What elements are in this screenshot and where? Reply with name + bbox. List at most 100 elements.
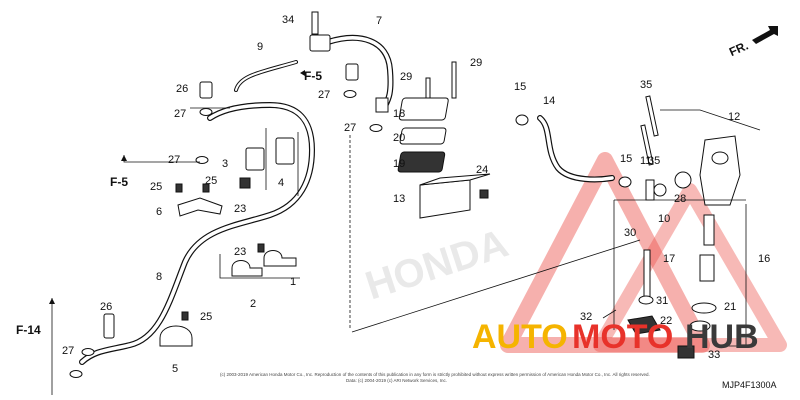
bolt-26-mid (345, 63, 359, 81)
bolt-25-c (181, 311, 189, 321)
callout-20: 20 (393, 132, 405, 144)
f14-arrow-icon (49, 298, 55, 304)
ref-f5-upper: F-5 (304, 69, 322, 83)
f5-lower-bracket (123, 155, 200, 163)
watermark-moto: MOTO (572, 318, 673, 356)
bolt-35-b (640, 124, 654, 166)
callout-17: 17 (663, 253, 675, 265)
callout-26-b: 26 (100, 301, 112, 313)
washer-27-b (195, 156, 209, 164)
bolt-35-a (645, 95, 659, 137)
callout-34: 34 (282, 14, 294, 26)
callout-27-c: 27 (318, 89, 330, 101)
callout-27-a: 27 (174, 108, 186, 120)
push-rod-17 (643, 249, 651, 299)
clamp-1 (263, 250, 297, 267)
clamp-2 (231, 260, 263, 277)
copyright-line-1: (c) 2003-2019 American Honda Motor Co., … (220, 372, 650, 377)
bolt-34 (311, 11, 319, 35)
callout-25-b: 25 (205, 175, 217, 187)
callout-1: 1 (290, 276, 296, 288)
callout-35-b: 35 (648, 155, 660, 167)
callout-15-b: 15 (620, 153, 632, 165)
master-cylinder-12 (699, 135, 741, 206)
washer-27-d (369, 124, 383, 132)
callout-27-d: 27 (344, 122, 356, 134)
callout-2: 2 (250, 298, 256, 310)
callout-10: 10 (658, 213, 670, 225)
callout-7: 7 (376, 15, 382, 27)
f5-lower-arrow-icon (121, 155, 127, 161)
callout-25-a: 25 (150, 181, 162, 193)
spring (703, 214, 715, 246)
boot (689, 320, 711, 332)
callout-30: 30 (624, 227, 636, 239)
nut-23-b (257, 243, 265, 253)
callout-15-a: 15 (514, 81, 526, 93)
joint-10 (653, 183, 667, 197)
ref-f14: F-14 (16, 323, 41, 337)
callout-3: 3 (222, 158, 228, 170)
callout-33: 33 (708, 349, 720, 361)
screw-29-b (451, 61, 457, 99)
callout-11: 11 (640, 155, 651, 167)
callout-12: 12 (728, 111, 740, 123)
callout-21: 21 (724, 301, 736, 313)
callout-25-c: 25 (200, 311, 212, 323)
hose-end-7 (375, 97, 389, 113)
callout-16: 16 (758, 253, 770, 265)
cylinder-bore (711, 151, 729, 165)
bracket-line-1-2 (219, 254, 300, 279)
clamp-3 (245, 147, 265, 171)
circlip-21 (691, 302, 717, 314)
reservoir-13 (419, 179, 471, 219)
bolt-24 (479, 189, 489, 199)
callout-28: 28 (674, 193, 686, 205)
callout-4: 4 (278, 177, 284, 189)
clamp-4 (275, 137, 295, 165)
hose-9-inner (235, 61, 297, 91)
callout-35-a: 35 (640, 79, 652, 91)
callout-6: 6 (156, 206, 162, 218)
callout-27-e: 27 (62, 345, 74, 357)
callout-29-a: 29 (400, 71, 412, 83)
callout-29-b: 29 (470, 57, 482, 69)
bolt-25-b (202, 183, 210, 193)
joint-22 (627, 315, 661, 335)
callout-23-b: 23 (234, 246, 246, 258)
leader-12 (660, 109, 761, 131)
bolt-25-a (175, 183, 183, 193)
callout-13: 13 (393, 193, 405, 205)
screw-29-a (425, 77, 431, 99)
piston-set (699, 254, 715, 282)
diagram-code: MJP4F1300A (722, 380, 777, 390)
callout-31: 31 (656, 295, 668, 307)
plate-20 (399, 127, 447, 145)
copyright-line-2: Data: (c) 2004-2019 (c) ARI Network Serv… (346, 378, 447, 383)
fitting-11 (645, 179, 655, 201)
callout-26-a: 26 (176, 83, 188, 95)
hose-9-outer (234, 60, 298, 92)
callout-5: 5 (172, 363, 178, 375)
clip-15-a (515, 114, 529, 126)
reservoir-cap-18 (398, 97, 449, 121)
guide-line-diagonal (351, 239, 641, 333)
diaphragm-19 (397, 151, 446, 173)
callout-24: 24 (476, 164, 488, 176)
nut-23 (239, 177, 251, 189)
direction-label: FR. (727, 38, 750, 59)
clamp-5 (159, 325, 193, 347)
background-logo-text: HONDA (360, 221, 513, 308)
callout-18: 18 (393, 108, 405, 120)
cap-33 (677, 345, 695, 359)
callout-14: 14 (543, 95, 555, 107)
bolt-26-lower (103, 313, 115, 339)
callout-23-a: 23 (234, 203, 246, 215)
bolt-26-upper (199, 81, 213, 99)
forward-arrow-icon (752, 26, 778, 44)
nut-31 (638, 295, 654, 305)
callout-32: 32 (580, 311, 592, 323)
callout-27-b: 27 (168, 154, 180, 166)
washer-27-e (81, 348, 95, 356)
